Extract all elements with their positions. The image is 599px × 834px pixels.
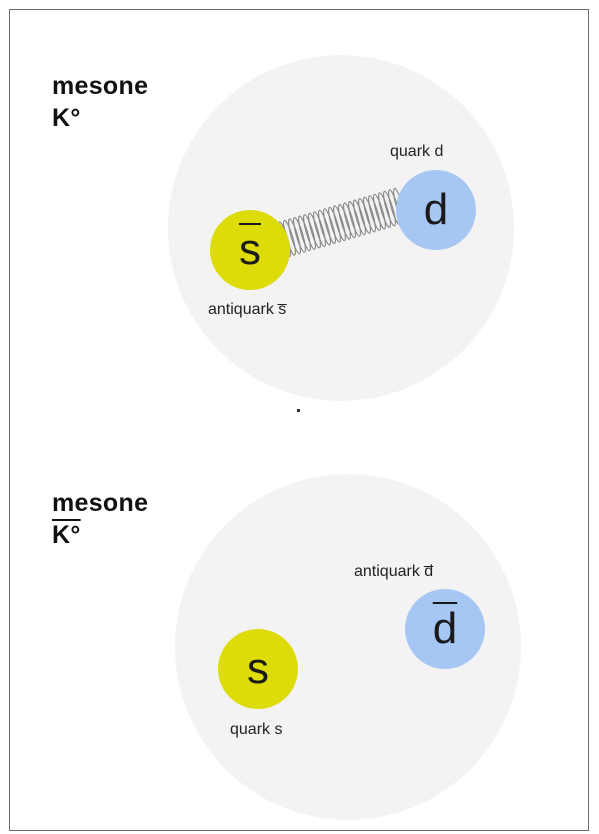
spring-coil — [377, 192, 392, 228]
meson-1-spring — [277, 187, 407, 258]
spring-coil — [342, 202, 357, 239]
spring-coil — [367, 195, 382, 231]
spring-coil — [327, 206, 342, 243]
meson-1-antiquark-s-label: antiquark s̅ — [208, 301, 287, 318]
spring-coil — [352, 199, 367, 236]
meson-1-antiquark-s-ball: s — [210, 210, 290, 290]
meson-1-quark-d-ball: d — [396, 170, 476, 250]
meson-2-antiquark-d-label: antiquark d̅ — [354, 563, 434, 580]
meson-1-title-line2: K° — [52, 104, 81, 132]
meson-2-title-line1: mesone — [52, 489, 149, 517]
meson-1-title: mesone K° — [52, 70, 148, 134]
spring-coil — [372, 193, 387, 230]
meson-1-antiquark-s-symbol: s — [239, 225, 261, 274]
spring-coil — [347, 201, 362, 237]
meson-1-quark-d-label: quark d — [390, 143, 444, 160]
spring-coil — [297, 215, 312, 252]
meson-1-quark-d-symbol: d — [423, 185, 449, 234]
meson-1-title-line1: mesone — [52, 72, 149, 100]
stray-dot — [297, 409, 300, 412]
meson-2-quark-s-ball: s — [218, 629, 298, 709]
meson-2-antiquark-d-symbol: d — [432, 604, 458, 653]
spring-coil — [337, 203, 352, 240]
spring-coil — [312, 211, 327, 247]
meson-2-title: mesone K° — [52, 487, 148, 551]
spring-coil — [317, 209, 332, 246]
meson-2-antiquark-d-ball: d — [405, 589, 485, 669]
spring-coil — [382, 190, 397, 227]
meson-2-quark-s-symbol: s — [247, 644, 269, 693]
spring-coil — [287, 218, 302, 255]
meson-2-quark-s-label: quark s — [230, 721, 283, 738]
spring-coil — [357, 198, 372, 234]
meson-2-title-line2: K° — [52, 521, 81, 549]
spring-coil — [307, 212, 322, 249]
spring-coil — [302, 214, 317, 250]
spring-coil — [322, 208, 337, 244]
spring-coil — [362, 196, 377, 233]
spring-coil — [332, 205, 347, 242]
spring-coil — [292, 217, 307, 253]
